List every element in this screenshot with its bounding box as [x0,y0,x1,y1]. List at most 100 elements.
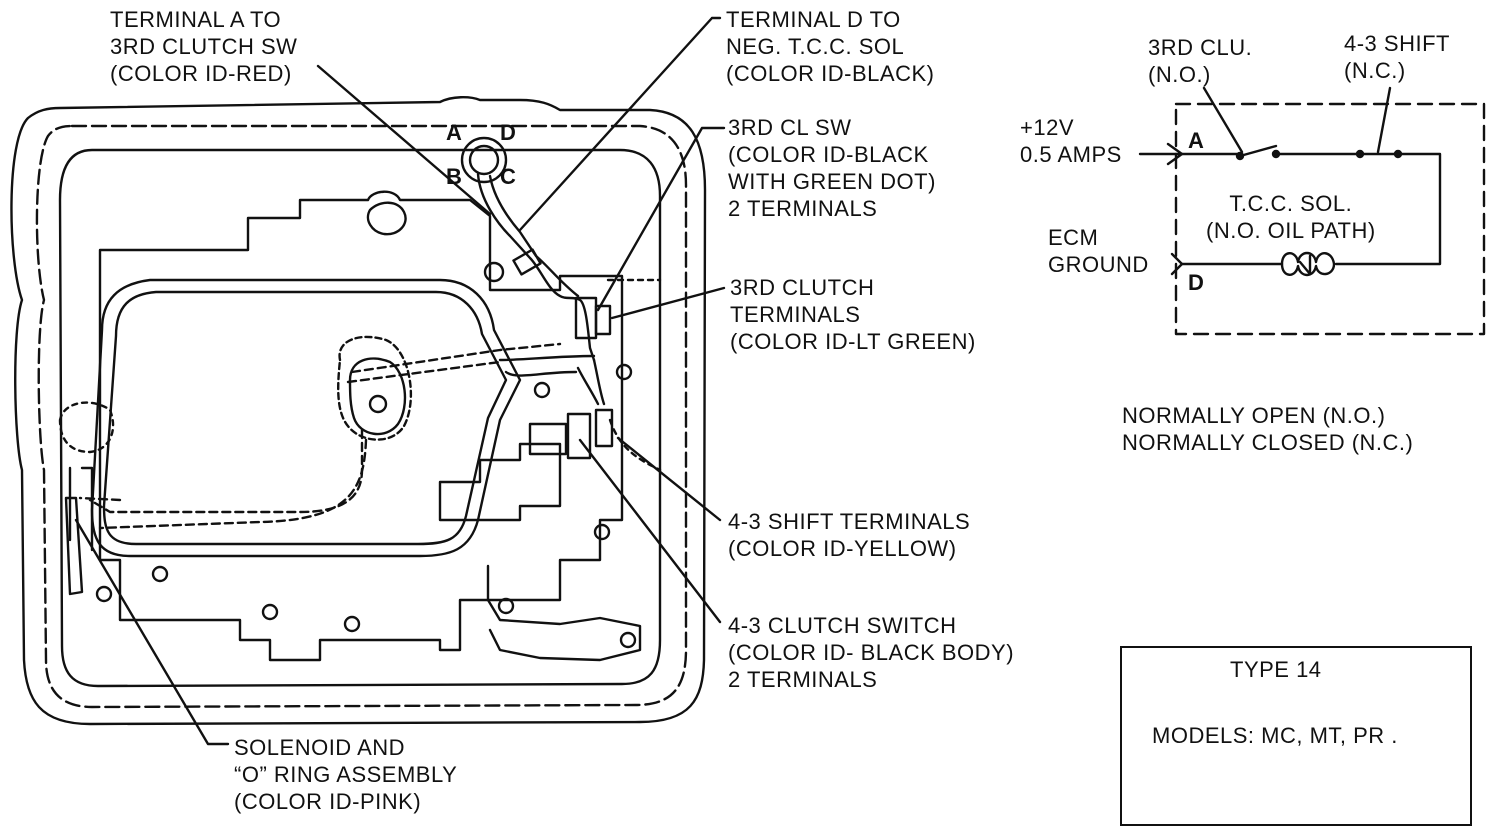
label-line: WITH GREEN DOT) [728,169,936,194]
filter-tube [90,278,522,558]
plate-detail-2 [486,564,642,662]
pan-outer-edge [10,96,707,726]
bolt [151,565,169,583]
label-line: 3RD CL SW [728,115,852,140]
switch-contact [1235,151,1245,161]
type-label: TYPE 14 [1230,657,1322,682]
wire-harness-2 [488,174,580,298]
bolt [343,615,361,633]
schematic-label-tcc-sol: T.C.C. SOL. (N.O. OIL PATH) [1206,190,1376,244]
leader-terminal-a [316,64,492,216]
leader-terminal-d [518,16,722,232]
leader-solenoid [74,518,230,746]
wire-harness-3 [576,358,606,406]
filter-cutout [366,201,407,236]
label-line: 0.5 AMPS [1020,142,1122,167]
label-line: (N.O. OIL PATH) [1206,218,1376,243]
label-terminal-a: TERMINAL A TO 3RD CLUTCH SW (COLOR ID-RE… [110,6,297,87]
bolt [497,597,515,615]
shift-switch-body-2 [566,412,592,460]
leader-shift-terminals [616,436,722,522]
bolt [261,603,279,621]
label-line: T.C.C. SOL. [1229,191,1353,216]
label-line: (COLOR ID-BLACK) [726,61,935,86]
schematic-label-supply: +12V 0.5 AMPS [1020,114,1122,168]
leader-clutch-switch [578,438,722,624]
connector-pin-d: D [500,120,516,145]
label-line: (COLOR ID-PINK) [234,789,422,814]
legend-line: NORMALLY CLOSED (N.C.) [1122,430,1414,455]
connector-pin-c: C [500,164,516,189]
schematic-label-shift-43: 4-3 SHIFT (N.C.) [1344,30,1450,84]
solenoid-ring [68,466,94,552]
bolt [95,585,113,603]
label-line: SOLENOID AND [234,735,406,760]
filter-tube-inner [102,290,508,546]
third-clutch-terminal [594,304,612,336]
internal-wire-dashed-2 [98,360,502,530]
clip [512,248,542,276]
pan-flange-dashed [35,124,688,709]
switch-contact [1393,149,1403,159]
center-boss [348,357,407,436]
leader-third-clutch-terminals [610,286,726,320]
dashed-pan-inner [58,278,662,472]
schematic-label-third-clu: 3RD CLU. (N.O.) [1148,34,1252,88]
bolt [593,523,611,541]
wire-to-solenoid [498,354,596,377]
wire-harness [476,172,596,362]
bolt [615,363,633,381]
label-third-cl-sw: 3RD CL SW (COLOR ID-BLACK WITH GREEN DOT… [728,114,936,222]
connector-pin-b: B [446,164,462,189]
tcc-solenoid-symbol [1280,251,1336,277]
label-line: GROUND [1048,252,1149,277]
leader-third-clu [1202,86,1244,154]
leader-third-cl-sw [596,126,726,312]
label-line: (COLOR ID- BLACK BODY) [728,640,1015,665]
schematic-pin-a: A [1188,128,1204,153]
type-box [1120,646,1472,826]
label-line: 2 TERMINALS [728,667,878,692]
schematic-dashed-box [1174,102,1486,336]
label-line: (COLOR ID-LT GREEN) [730,329,976,354]
schematic-pin-d: D [1188,270,1204,295]
center-boss-outer [337,335,413,441]
connector-housing [460,136,508,184]
label-line: 4-3 SHIFT [1344,31,1450,56]
switch-contact [1355,149,1365,159]
switch-contact [1271,149,1281,159]
plate-detail [438,442,562,522]
label-line: (COLOR ID-RED) [110,61,292,86]
connector-body [468,144,500,176]
label-solenoid: SOLENOID AND “O” RING ASSEMBLY (COLOR ID… [234,734,457,815]
solenoid-body [64,496,84,596]
label-line: (COLOR ID-YELLOW) [728,536,957,561]
models-label: MODELS: MC, MT, PR . [1152,723,1398,748]
label-line: +12V [1020,115,1074,140]
label-line: (N.O.) [1148,62,1211,87]
label-clutch-43-switch: 4-3 CLUTCH SWITCH (COLOR ID- BLACK BODY)… [728,612,1014,693]
label-line: TERMINAL D TO [726,7,901,32]
label-third-clutch-terminals: 3RD CLUTCH TERMINALS (COLOR ID-LT GREEN) [730,274,976,355]
label-line: (COLOR ID-BLACK [728,142,929,167]
legend-line: NORMALLY OPEN (N.O.) [1122,403,1386,428]
label-line: “O” RING ASSEMBLY [234,762,458,787]
shift-switch-body [528,422,568,456]
label-line: TERMINAL A TO [110,7,282,32]
bolt [483,261,505,283]
bolt [619,631,637,649]
label-line: 3RD CLUTCH [730,275,875,300]
connector-pin-a: A [446,120,462,145]
label-line: NEG. T.C.C. SOL [726,34,905,59]
third-clu-switch [1238,144,1278,158]
label-line: 3RD CLUTCH SW [110,34,298,59]
label-line: ECM [1048,225,1099,250]
legend: NORMALLY OPEN (N.O.) NORMALLY CLOSED (N.… [1122,402,1413,456]
label-line: 4-3 SHIFT TERMINALS [728,509,971,534]
label-line: TERMINALS [730,302,861,327]
valve-body-plate [98,190,624,662]
center-bolt [368,394,388,414]
